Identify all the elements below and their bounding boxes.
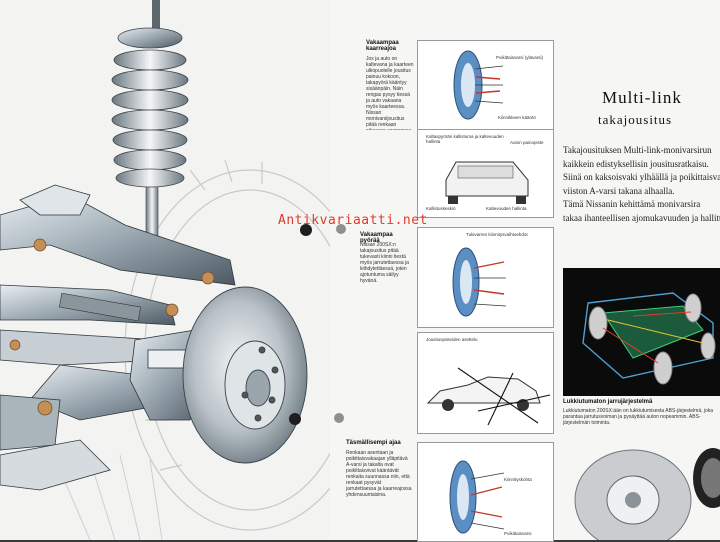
diagram-label: Kiinnikkeen kääntö: [498, 115, 536, 120]
section1-text: Jos ja auto on kaltevana ja kaarteen ulk…: [366, 56, 414, 130]
diagram-label: Kallistuskeskiö: [426, 206, 456, 211]
bolt-heads: [9, 238, 215, 416]
left-page: [0, 0, 332, 540]
wheel-diagram-3: Kiinnityskohta Poikittaisvarsi: [417, 442, 554, 542]
body-line: Tämä Nissanin kehittämä monivarsira: [563, 199, 701, 209]
diagram-label: Kaltevuuden hallinta: [486, 206, 527, 211]
body-text: Takajousituksen Multi-link-monivarsirun …: [563, 144, 720, 225]
page-subtitle: takajousitus: [598, 112, 673, 127]
brake-disc: [182, 286, 308, 464]
abs-illustration: [563, 268, 720, 396]
page-title: Multi-link: [602, 88, 682, 107]
binder-hole: [336, 224, 346, 234]
diagram-label: Poikittaisvarsi: [504, 531, 532, 536]
diagram-label: Kiinnityskohta: [504, 477, 532, 482]
brake-disc-photo: [563, 438, 720, 540]
body-line: takaa ihanteellisen ajomukavuuden ja hal…: [563, 212, 720, 223]
binder-hole: [334, 413, 344, 423]
section1-heading: Vakaampaa kaarreajoa: [366, 40, 399, 52]
tyre-tread-lines: [59, 454, 163, 540]
diagram-label: Kaltaspyörän kallistuma ja kaltevuuden h…: [426, 134, 504, 144]
section3-heading: Täsmällisempi ajaa: [346, 440, 401, 446]
diagram-label: Tukivarren kiinnitysvaihtoehdot: [466, 232, 528, 237]
watermark-text: Antikvariaatti.net: [278, 213, 428, 228]
body-line: kaikkein edistyksellisin jousitusratkais…: [563, 158, 709, 169]
wheel-diagram-2: Tukivarren kiinnitysvaihtoehdot: [417, 227, 554, 328]
drive-shaft: [59, 292, 141, 322]
inset-text: Lukkiutumaton 200SX:ään on lukkiutumises…: [563, 408, 714, 426]
diagram-label: Auton painopiste: [510, 140, 544, 145]
section3-text: Renkaan asentaan ja poikittaisvakaajan y…: [346, 450, 412, 498]
body-line: Takajousituksen Multi-link-monivarsirun: [563, 145, 712, 155]
section2-text: Nissan 200SX:n takajousitus pitää tukeva…: [360, 242, 409, 284]
section2-heading: Vakaampaa pyörää: [360, 232, 393, 244]
binder-hole: [289, 413, 301, 425]
diagram-label: Jousituspisteiden asettelu: [426, 337, 478, 342]
suspension-illustration: [0, 0, 330, 540]
car-rear-diagram: Kaltaspyörän kallistuma ja kaltevuuden h…: [417, 129, 554, 218]
inset-caption: Lukkiutumaton jarrujärjestelmä: [563, 399, 653, 405]
car-side-diagram: Jousituspisteiden asettelu: [417, 332, 554, 434]
binder-hole: [300, 224, 312, 236]
body-line: Siinä on kaksoisvaki ylhäällä ja poikitt…: [563, 172, 720, 182]
coil-spring: [111, 49, 189, 188]
diagram-label: Poikittaisvarsi (ylävarsi): [496, 55, 544, 60]
wheel-diagram-1: Poikittaisvarsi (ylävarsi) Kiinnikkeen k…: [417, 40, 554, 131]
body-line: viiston A-varsi takana alhaalla.: [563, 185, 675, 196]
